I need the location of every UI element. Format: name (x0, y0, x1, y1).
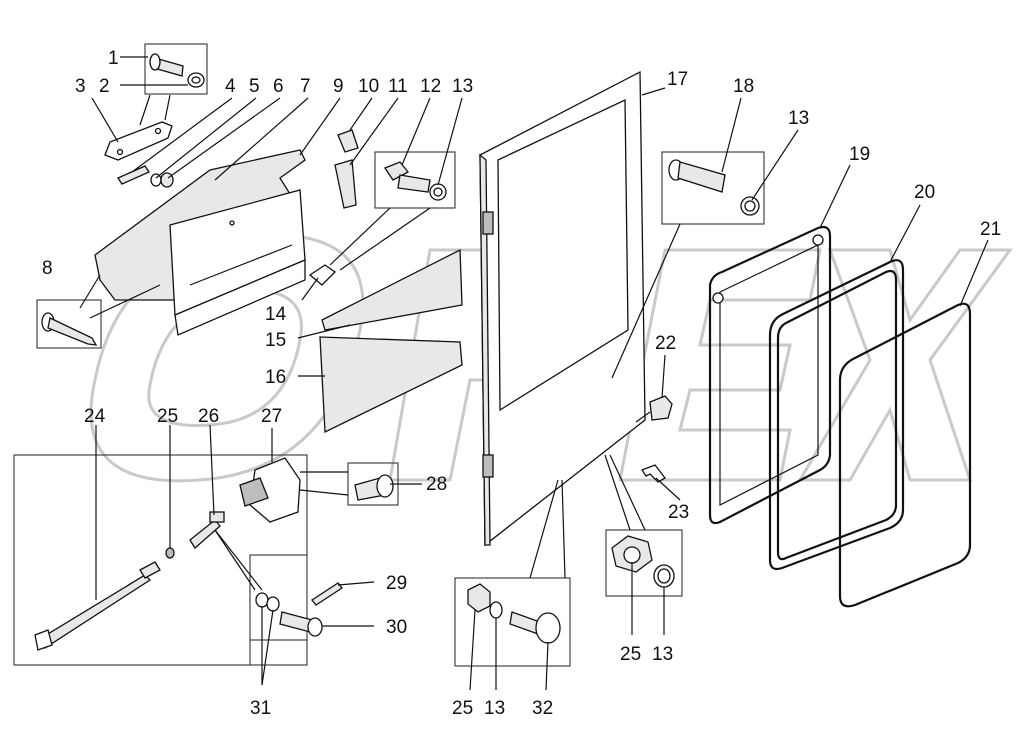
pin-part-30 (279, 611, 323, 637)
panel-part-15 (321, 248, 463, 331)
label-part-10: 10 (358, 76, 379, 97)
panel-part-16 (319, 336, 463, 434)
seal-part-20 (768, 259, 905, 571)
label-part-13-right: 13 (788, 108, 809, 129)
label-part-13-bottom: 13 (484, 698, 505, 719)
pad-part-11 (334, 159, 357, 209)
door-frame-part-17 (479, 70, 646, 547)
label-part-8: 8 (42, 258, 53, 279)
label-part-7: 7 (300, 76, 311, 97)
label-part-30: 30 (386, 617, 407, 638)
label-part-31: 31 (250, 698, 271, 719)
label-part-14: 14 (265, 304, 287, 325)
bolt-part-1 (144, 43, 208, 95)
label-part-15: 15 (265, 330, 286, 351)
label-part-21: 21 (980, 219, 1001, 240)
label-part-6: 6 (273, 76, 284, 97)
clip-part-14 (308, 264, 337, 286)
label-part-25-bottom: 25 (452, 698, 473, 719)
pad-part-10 (337, 129, 359, 153)
label-part-26: 26 (198, 406, 219, 427)
label-part-18: 18 (733, 76, 754, 97)
washers-part-31 (255, 592, 280, 612)
label-part-4: 4 (225, 76, 236, 97)
pin-part-26 (214, 529, 263, 591)
label-part-22: 22 (655, 333, 676, 354)
label-part-9: 9 (333, 76, 344, 97)
label-part-24: 24 (84, 406, 106, 427)
hardware-group-bottom (454, 479, 571, 667)
label-part-5: 5 (249, 76, 260, 97)
label-part-28: 28 (426, 474, 447, 495)
bolt-part-12 (329, 151, 456, 271)
label-part-25-nut: 25 (620, 644, 641, 665)
label-part-17: 17 (667, 69, 688, 90)
lock-group (13, 454, 308, 666)
label-part-11: 11 (388, 76, 408, 97)
seal-part-21 (838, 302, 972, 608)
pin-part-29 (311, 582, 343, 606)
pin-part-4 (117, 165, 150, 185)
label-part-13-nut: 13 (652, 644, 673, 665)
label-part-25-lock: 25 (157, 406, 178, 427)
label-part-19: 19 (849, 144, 870, 165)
bolt-part-8 (36, 274, 161, 349)
label-part-13-top: 13 (452, 76, 473, 97)
label-part-1: 1 (108, 48, 119, 69)
label-part-2: 2 (99, 76, 110, 97)
bolt-part-18 (611, 151, 765, 379)
hinge-plate-part-7 (94, 149, 306, 336)
label-part-27: 27 (261, 406, 282, 427)
label-part-23: 23 (668, 502, 689, 523)
label-part-12: 12 (420, 76, 441, 97)
hardware-group-right (604, 454, 683, 597)
leader-lines (91, 56, 989, 691)
label-part-29: 29 (386, 573, 407, 594)
bracket-part-3 (104, 94, 173, 161)
pin-part-28 (299, 462, 399, 506)
label-part-3: 3 (75, 76, 86, 97)
label-part-20: 20 (914, 182, 935, 203)
label-part-32: 32 (532, 698, 553, 719)
label-part-16: 16 (265, 367, 286, 388)
seal-part-19 (708, 225, 832, 525)
clip-part-23 (641, 464, 666, 483)
part-labels: 1 2 3 4 5 6 7 8 9 10 11 12 13 13 13 13 1… (42, 48, 1001, 719)
washer-part-5-6 (150, 172, 174, 188)
